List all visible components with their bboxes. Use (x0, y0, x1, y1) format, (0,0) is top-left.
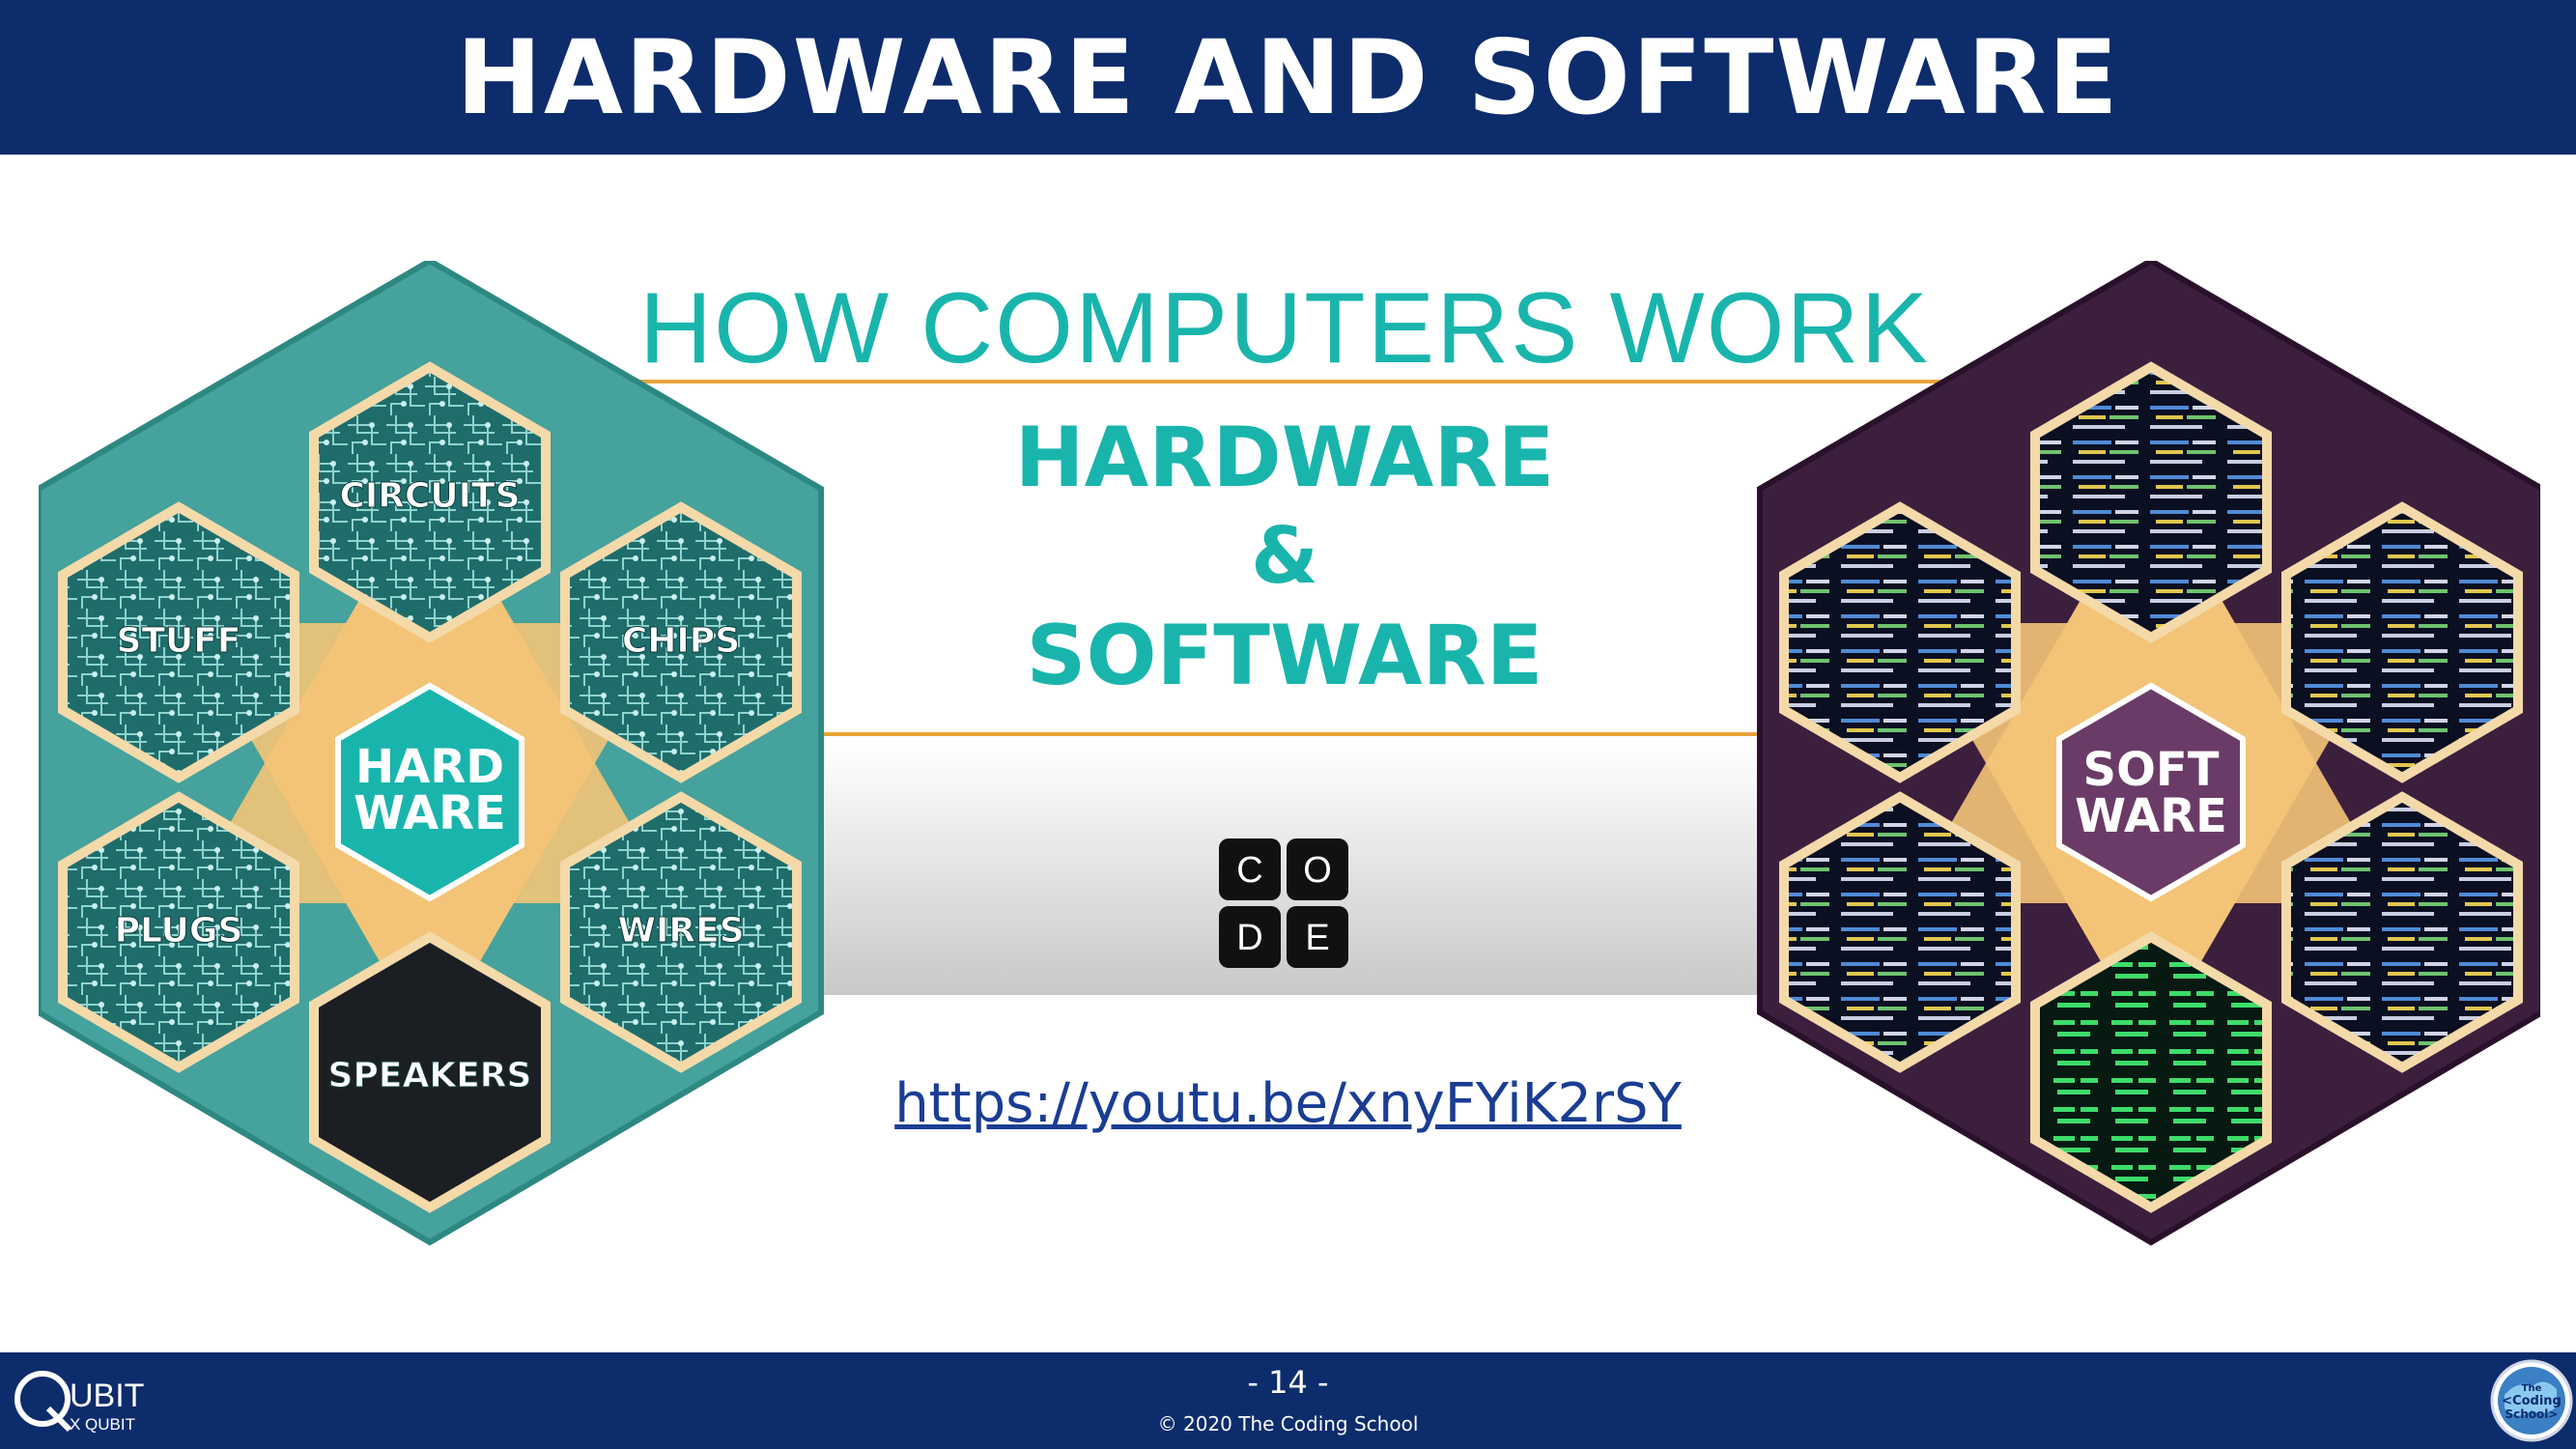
software-graphic: SOFT WARE (1757, 261, 2540, 1246)
video-subtitle-ampersand: & (1251, 511, 1318, 601)
svg-text:UBIT: UBIT (70, 1378, 144, 1414)
svg-text:The: The (2522, 1383, 2542, 1394)
page-number: - 14 - (1247, 1364, 1329, 1401)
footer-bar (0, 1352, 2576, 1449)
svg-text:WARE: WARE (2075, 789, 2227, 843)
svg-text:CHIPS: CHIPS (622, 621, 740, 661)
video-headline: HOW COMPUTERS WORK (639, 272, 1930, 384)
svg-text:C: C (1236, 850, 1262, 891)
hardware-graphic: HARD WARE CIRCUITS STUFF CHIPS PLUGS WIR… (39, 261, 824, 1246)
svg-text:WIRES: WIRES (617, 911, 744, 951)
coding-school-logo: The <Coding School> (2490, 1359, 2573, 1442)
svg-text:PLUGS: PLUGS (115, 911, 243, 951)
svg-text:X QUBIT: X QUBIT (70, 1415, 135, 1434)
svg-text:D: D (1236, 918, 1262, 958)
svg-text:HARD: HARD (355, 740, 504, 794)
svg-text:School>: School> (2505, 1407, 2559, 1421)
video-thumbnail[interactable]: HOW COMPUTERS WORK HARDWARE & SOFTWARE C… (39, 261, 2540, 1246)
code-logo: C O D E (1219, 838, 1348, 968)
svg-text:O: O (1303, 850, 1332, 891)
video-subtitle-software: SOFTWARE (1027, 608, 1543, 704)
qubit-logo: UBIT X QUBIT (14, 1371, 144, 1434)
svg-text:SOFT: SOFT (2083, 743, 2220, 797)
svg-text:<Coding: <Coding (2502, 1394, 2562, 1408)
svg-text:CIRCUITS: CIRCUITS (339, 476, 520, 516)
svg-text:SPEAKERS: SPEAKERS (328, 1056, 532, 1095)
title-bar: HARDWARE AND SOFTWARE (0, 0, 2576, 155)
video-link-container: https://youtu.be/xnyFYiK2rSY (0, 1072, 2576, 1135)
slide-title: HARDWARE AND SOFTWARE (456, 17, 2120, 137)
svg-text:WARE: WARE (354, 786, 506, 840)
video-link[interactable]: https://youtu.be/xnyFYiK2rSY (894, 1072, 1682, 1135)
svg-text:STUFF: STUFF (117, 621, 241, 661)
video-subtitle-hardware: HARDWARE (1015, 410, 1555, 506)
svg-text:E: E (1305, 918, 1329, 958)
copyright-text: © 2020 The Coding School (1157, 1412, 1419, 1435)
